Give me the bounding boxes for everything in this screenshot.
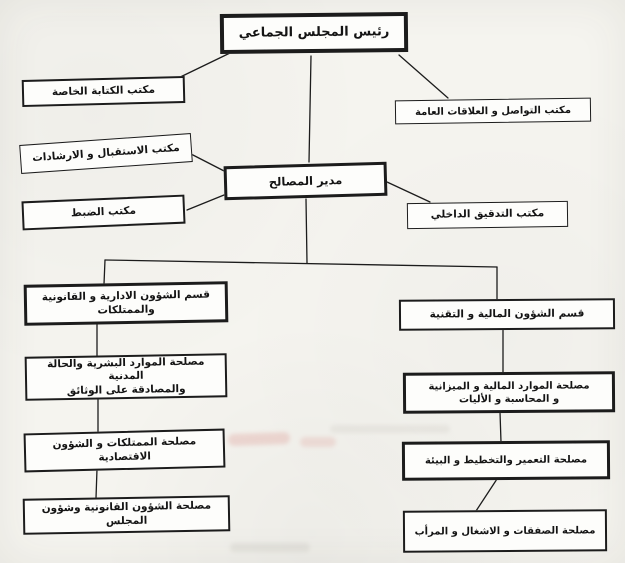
org-node-director-of-services: مدير المصالح [223,161,388,201]
org-node-financial-technical-division: قسم الشؤون المالية و التقنية [398,298,616,331]
org-node-communication-public-relations-office: مكتب التواصل و العلاقات العامة [394,97,592,125]
org-node-president: رئيس المجلس الجماعي [219,12,409,54]
org-node-admin-legal-property-division: قسم الشؤون الادارية و القانونية والممتلك… [23,281,229,326]
scan-smudge-gray [230,543,310,552]
connector-finance-urban [499,411,502,443]
connector-urban-market [475,478,498,512]
org-node-label-line1: مصلحة التعمير والتخطيط و البيئة [424,454,588,467]
org-node-label: مدير المصالح [268,172,343,189]
org-node-label-line2: و المحاسبة و الأليات [458,393,560,405]
connector-registry-director [186,194,225,211]
org-node-label: مكتب التواصل و العلاقات العامة [414,104,572,118]
org-node-internal-audit-office: مكتب التدقيق الداخلي [406,200,569,230]
org-node-label-line1: مصلحة الشؤون القانونية وشؤون المجلس [41,499,212,528]
org-node-urban-planning-environment-service: مصلحة التعمير والتخطيط و البيئة [401,440,611,481]
org-node-hr-civil-status-service: مصلحة الموارد البشرية والحالة المدنية وا… [24,353,228,401]
connector-director-audit [386,181,431,203]
org-node-label: مكتب الاستقبال و الارشادات [31,141,181,164]
org-node-label-line2: والممتلكات [97,302,155,316]
org-node-label: مكتب الضبط [70,204,137,220]
org-node-registry-office: مكتب الضبط [21,194,186,231]
org-node-contracts-works-garage-service: مصلحة الصفقات و الاشغال و المرأب [402,509,608,553]
org-node-label-line1: قسم الشؤون الادارية و القانونية [41,288,211,304]
connector-president-communication [398,54,449,99]
org-node-financial-resources-budget-service: مصلحة الموارد المالية و الميزانية و المح… [402,371,616,414]
org-node-label-line1: مصلحة الصفقات و الاشغال و المرأب [414,524,596,538]
connector-president-director [308,55,312,163]
org-node-label-line1: قسم الشؤون المالية و التقنية [429,307,585,321]
org-node-label-line1: مصلحة الممتلكات و الشؤون الاقتصادية [52,435,197,464]
org-node-label: مكتب التدقيق الداخلي [430,207,545,221]
org-node-legal-council-affairs-service: مصلحة الشؤون القانونية وشؤون المجلس [22,495,231,535]
org-node-label-line2: والمصادقة على الوثائق [66,382,186,397]
connector-spine-horizontal [104,259,498,268]
org-node-private-secretariat-office: مكتب الكتابة الخاصة [21,76,186,107]
org-node-property-economic-affairs-service: مصلحة الممتلكات و الشؤون الاقتصادية [23,428,226,473]
org-node-label-line1: مصلحة الموارد المالية و الميزانية [428,379,590,393]
org-node-label-line1: مصلحة الموارد البشرية والحالة المدنية [46,355,205,383]
org-node-label: مكتب الكتابة الخاصة [51,83,156,98]
connector-spine-left-drop [103,259,106,285]
scan-smudge-pink [227,431,291,447]
connector-property-legal [95,468,98,499]
org-node-label: رئيس المجلس الجماعي [238,23,390,41]
connector-director-spine [305,198,308,264]
scan-smudge-gray [330,425,450,433]
org-node-reception-guidance-office: مكتب الاستقبال و الارشادات [19,133,193,174]
scan-smudge-pink [300,437,336,447]
connector-reception-director [190,153,229,174]
